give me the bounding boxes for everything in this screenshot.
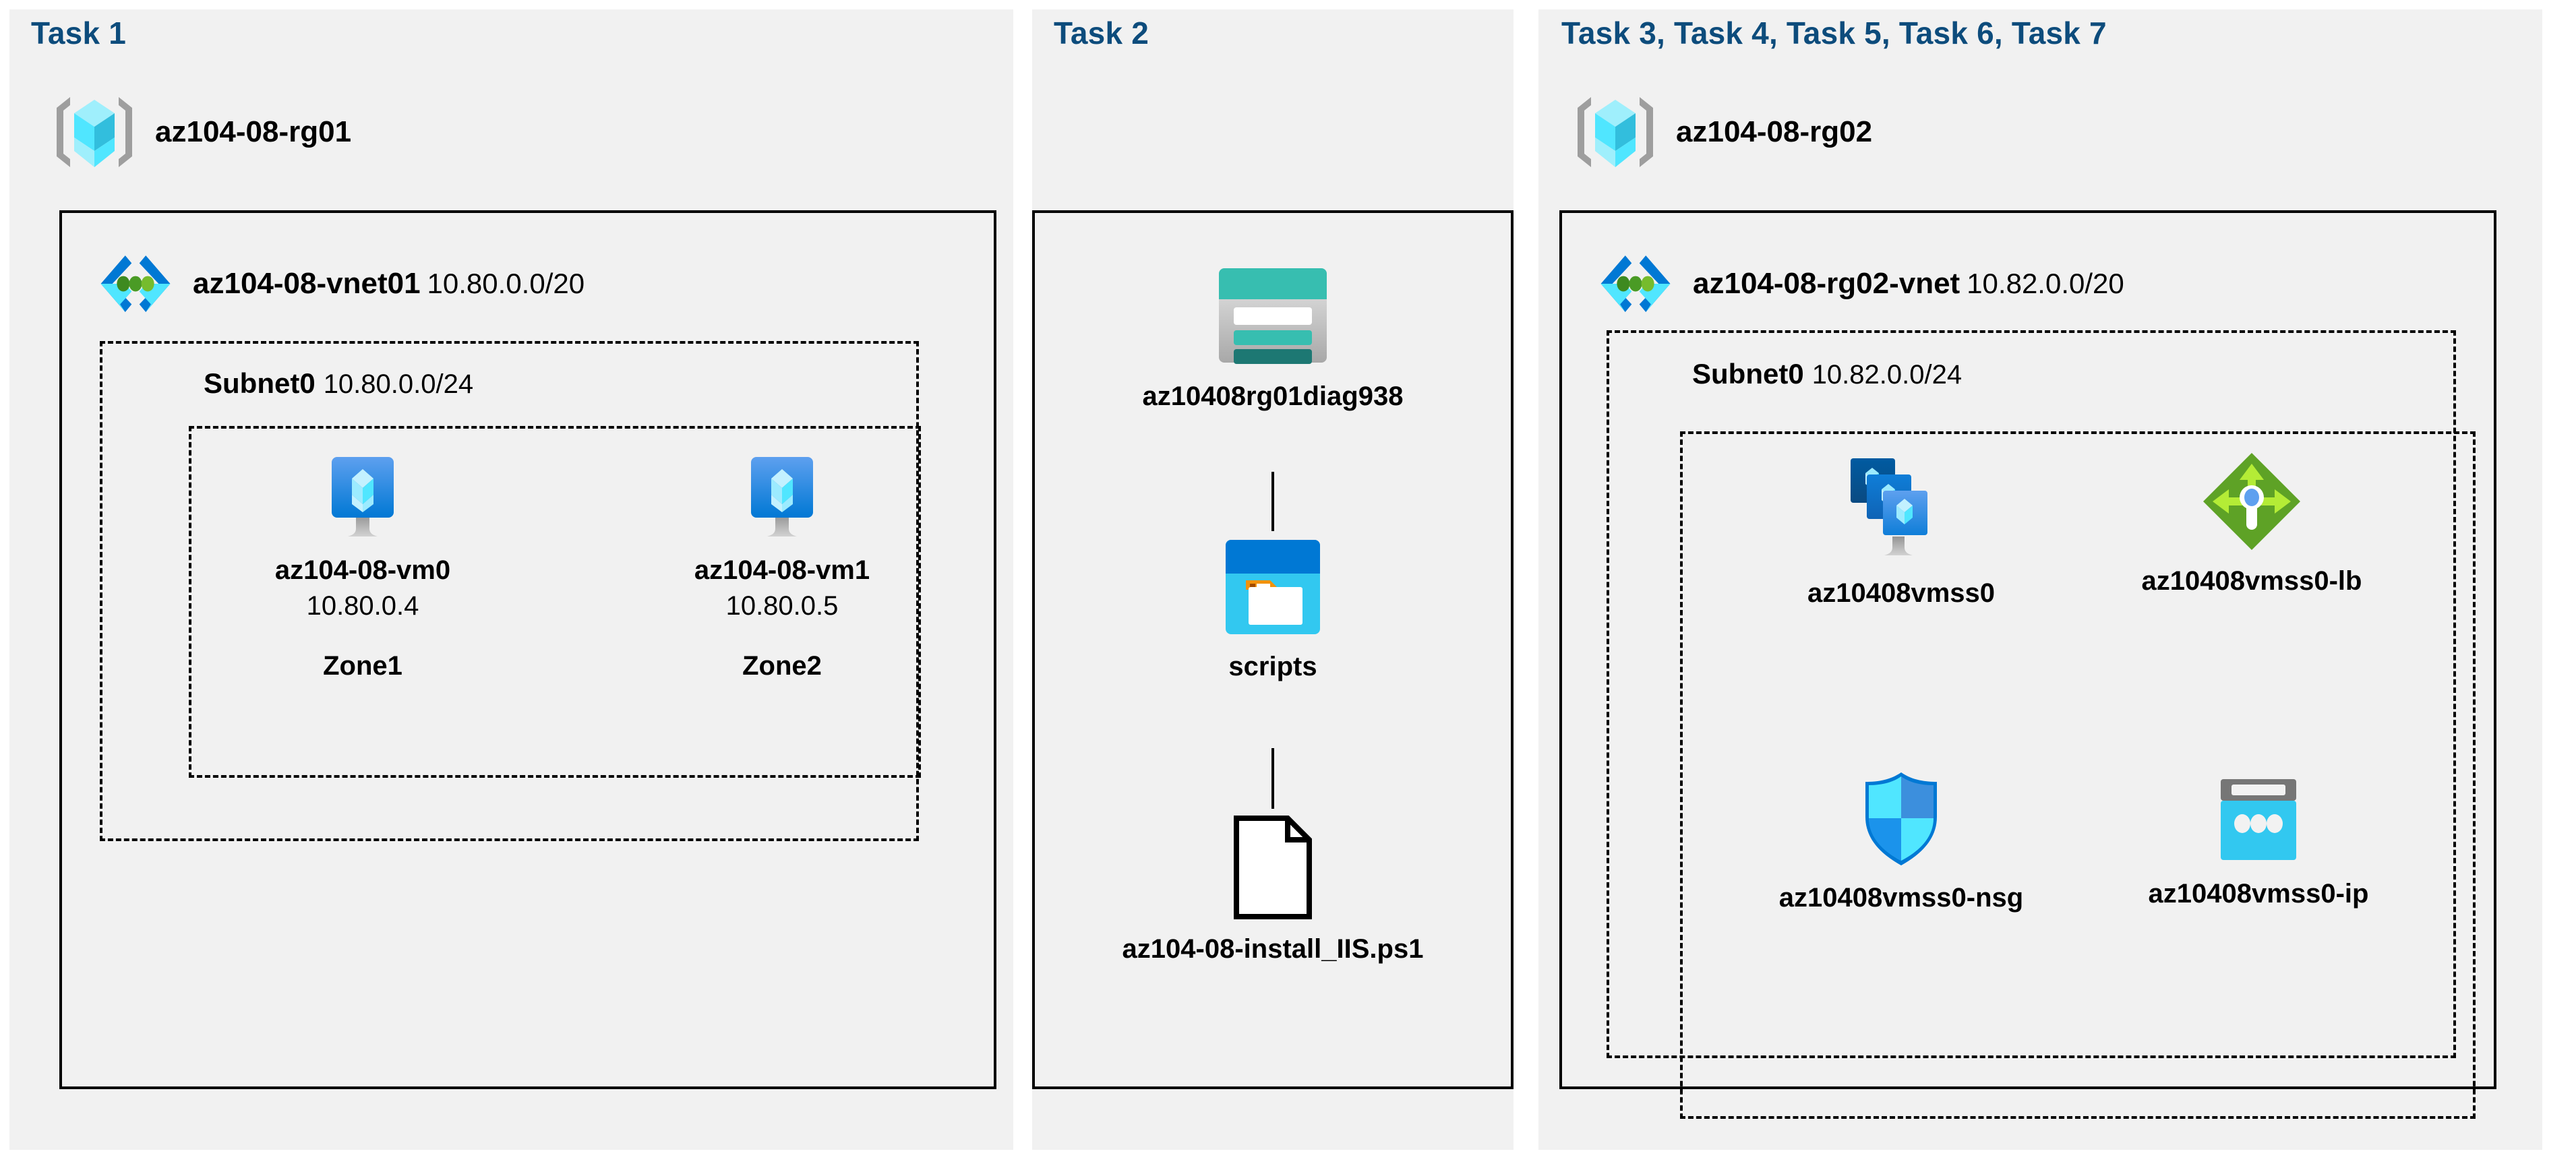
- panel-task3-7: [1538, 9, 2542, 1150]
- subnet-name: Subnet0: [204, 367, 316, 399]
- file-name: az104-08-install_IIS.ps1: [1122, 934, 1424, 964]
- vmss-name: az10408vmss0: [1807, 578, 1996, 608]
- task1-title: Task 1: [31, 16, 126, 51]
- blob-container-node[interactable]: scripts: [1172, 536, 1374, 682]
- resources-box-right: [1680, 431, 2476, 1119]
- load-balancer-node[interactable]: az10408vmss0-lb: [2124, 450, 2380, 596]
- vnet-header-left: az104-08-vnet01 10.80.0.0/20: [94, 243, 585, 325]
- vnet-header-right: az104-08-rg02-vnet 10.82.0.0/20: [1594, 243, 2124, 325]
- vm-scale-set-icon: [1844, 453, 1958, 565]
- resource-group-icon: [1572, 89, 1658, 175]
- virtual-machine-icon: [319, 453, 407, 542]
- file-icon: [1231, 814, 1315, 921]
- network-security-group-icon: [1860, 768, 1942, 869]
- connector-container-to-file: [1271, 748, 1274, 809]
- nsg-name: az10408vmss0-nsg: [1778, 883, 2024, 913]
- vm-ip: 10.80.0.4: [306, 591, 419, 621]
- vnet-cidr: 10.80.0.0/20: [427, 268, 585, 299]
- vm-zone: Zone2: [742, 651, 822, 681]
- subnet-box-left: [100, 341, 919, 841]
- panel-task1: [9, 9, 1013, 1150]
- virtual-network-icon: [1594, 243, 1677, 325]
- connector-storage-to-container: [1271, 472, 1274, 531]
- subnet-cidr: 10.82.0.0/24: [1811, 360, 1963, 390]
- vnet-box-right: [1559, 210, 2496, 1089]
- subnet-name: Subnet0: [1692, 358, 1804, 390]
- load-balancer-icon: [2199, 450, 2304, 553]
- vnet-name: az104-08-rg02-vnet: [1693, 267, 1960, 300]
- vnet-name: az104-08-vnet01: [193, 267, 421, 300]
- resource-group-rg01: az104-08-rg01: [51, 89, 351, 175]
- resource-group-icon: [51, 89, 138, 175]
- subnet-label-right: Subnet0 10.82.0.0/24: [1692, 358, 1962, 390]
- storage-account-node[interactable]: az10408rg01diag938: [1143, 263, 1403, 412]
- virtual-network-icon: [94, 243, 177, 325]
- script-file-node[interactable]: az104-08-install_IIS.ps1: [1122, 814, 1423, 964]
- public-ip-address-icon: [2213, 774, 2304, 865]
- vm-zone: Zone1: [323, 651, 402, 681]
- vnet-cidr: 10.82.0.0/20: [1967, 268, 2124, 299]
- vm-ip: 10.80.0.5: [725, 591, 839, 621]
- public-ip-name: az10408vmss0-ip: [2148, 879, 2369, 909]
- task3-7-title: Task 3, Task 4, Task 5, Task 6, Task 7: [1561, 16, 2107, 51]
- storage-account-name: az10408rg01diag938: [1142, 381, 1404, 411]
- nsg-node[interactable]: az10408vmss0-nsg: [1766, 768, 2036, 913]
- subnet-label-left: Subnet0 10.80.0.0/24: [204, 367, 473, 400]
- availability-zone-box: [189, 426, 921, 778]
- vm-name: az104-08-vm1: [694, 555, 870, 585]
- vnet-box-left: [59, 210, 996, 1089]
- vm-node-0[interactable]: az104-08-vm0 10.80.0.4 Zone1: [255, 453, 471, 681]
- resource-group-name: az104-08-rg01: [155, 115, 352, 148]
- virtual-machine-icon: [738, 453, 826, 542]
- storage-account-icon: [1215, 263, 1331, 368]
- storage-box-middle: [1032, 210, 1514, 1089]
- subnet-cidr: 10.80.0.0/24: [323, 369, 474, 399]
- public-ip-node[interactable]: az10408vmss0-ip: [2137, 774, 2380, 909]
- resource-group-rg02: az104-08-rg02: [1572, 89, 1872, 175]
- vm-node-1[interactable]: az104-08-vm1 10.80.0.5 Zone2: [674, 453, 890, 681]
- subnet-box-right: [1607, 330, 2456, 1058]
- vm-name: az104-08-vm0: [274, 555, 451, 585]
- vmss-node[interactable]: az10408vmss0: [1787, 453, 2016, 609]
- load-balancer-name: az10408vmss0-lb: [2141, 566, 2362, 596]
- task2-title: Task 2: [1054, 16, 1149, 51]
- blob-container-icon: [1222, 536, 1324, 638]
- resource-group-name: az104-08-rg02: [1676, 115, 1873, 148]
- container-name: scripts: [1228, 652, 1317, 681]
